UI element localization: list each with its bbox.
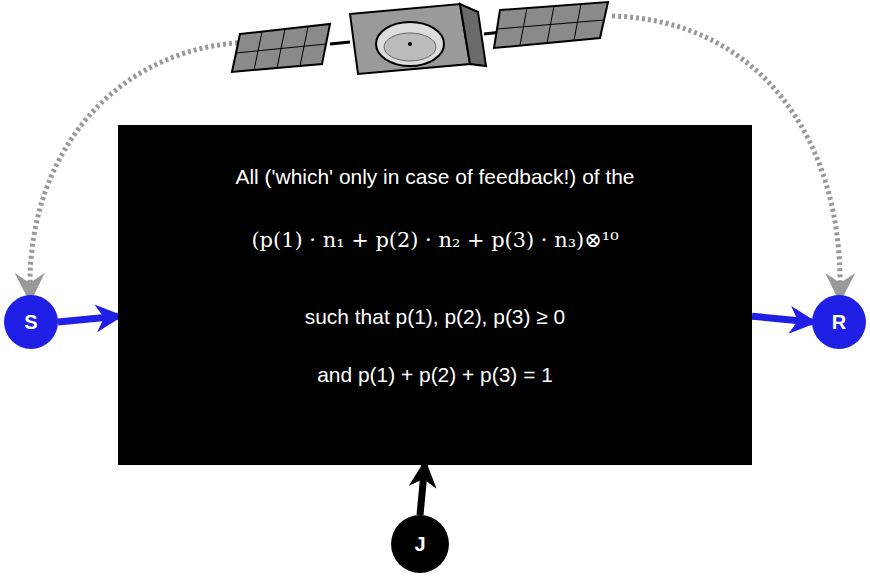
signal-arrow <box>58 316 118 322</box>
channel-box: All ('which' only in case of feedback!) … <box>118 125 752 465</box>
source-node: S <box>4 295 58 349</box>
receiver-node: R <box>812 295 866 349</box>
box-text: All ('which' only in case of feedback!) … <box>118 165 752 189</box>
solar-panel <box>232 24 350 72</box>
box-text: and p(1) + p(2) + p(3) = 1 <box>118 363 752 387</box>
box-text: such that p(1), p(2), p(3) ≥ 0 <box>118 305 752 329</box>
node-label: S <box>24 311 37 334</box>
satellite-body <box>350 4 486 74</box>
jammer-node: J <box>391 515 449 573</box>
solar-panel <box>484 2 608 48</box>
node-label: R <box>832 311 846 334</box>
signal-arrow <box>420 465 425 515</box>
signal-arrow <box>752 316 812 322</box>
box-text: (p(1) · n₁ + p(2) · n₂ + p(3) · n₃)⊗¹⁰ <box>118 228 752 252</box>
node-label: J <box>414 533 425 556</box>
